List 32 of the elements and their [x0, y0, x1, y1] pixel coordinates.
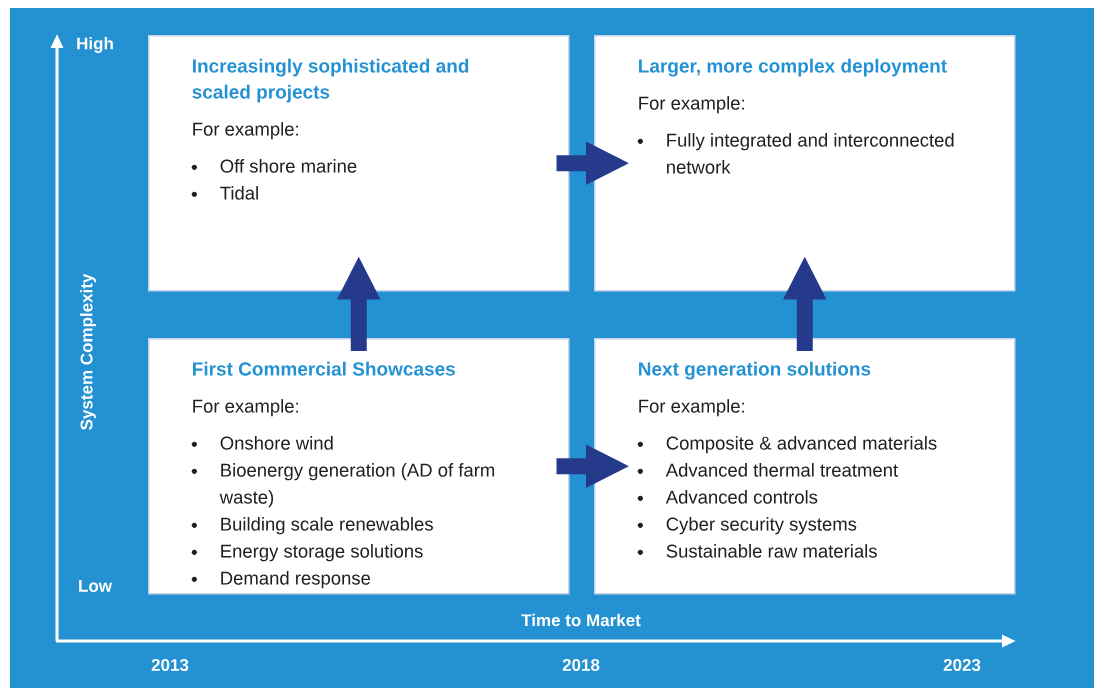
bullet-item: Advanced thermal treatment: [665, 463, 898, 477]
axis-label: Low: [79, 580, 113, 592]
box-heading: Increasingly sophisticated and scaled projects: [192, 58, 469, 103]
box-heading: Larger, more complex deployment: [639, 58, 947, 77]
bullet-item: Advanced controls: [665, 490, 818, 504]
bullet-item: Tidal: [220, 186, 258, 200]
axis-label: Time to Market: [521, 613, 641, 627]
axis-label: High: [77, 37, 113, 53]
intro-text: For example:: [639, 96, 744, 114]
bullet-item: Off shore marine: [220, 159, 357, 173]
example-box: [148, 35, 570, 292]
bullet-item: Cyber security systems: [666, 517, 857, 535]
intro-text: For example:: [193, 399, 298, 417]
example-box: [148, 338, 570, 595]
bullet-item: Fully integrated and interconnected network: [667, 133, 954, 174]
bullet-item: Bioenergy generation (AD of farm waste): [219, 463, 495, 508]
box-heading: First Commercial Showcases: [193, 361, 455, 376]
intro-text: For example:: [193, 122, 298, 140]
bullet-item: Energy storage solutions: [221, 544, 423, 562]
example-box: [594, 338, 1016, 595]
example-box: [594, 35, 1016, 292]
bullet-item: Onshore wind: [220, 436, 333, 450]
bullet-item: Demand response: [221, 571, 371, 589]
axis-label: 2013: [151, 658, 189, 672]
axis-label: 2018: [562, 659, 600, 671]
bullet-item: Sustainable raw materials: [666, 544, 877, 558]
axis-label: 2023: [943, 658, 981, 672]
intro-text: For example:: [639, 399, 744, 417]
box-heading: Next generation solutions: [639, 361, 871, 380]
axis-label: System Complexity: [80, 273, 96, 430]
bullet-item: Building scale renewables: [221, 517, 433, 535]
bullet-item: Composite & advanced materials: [666, 436, 937, 454]
